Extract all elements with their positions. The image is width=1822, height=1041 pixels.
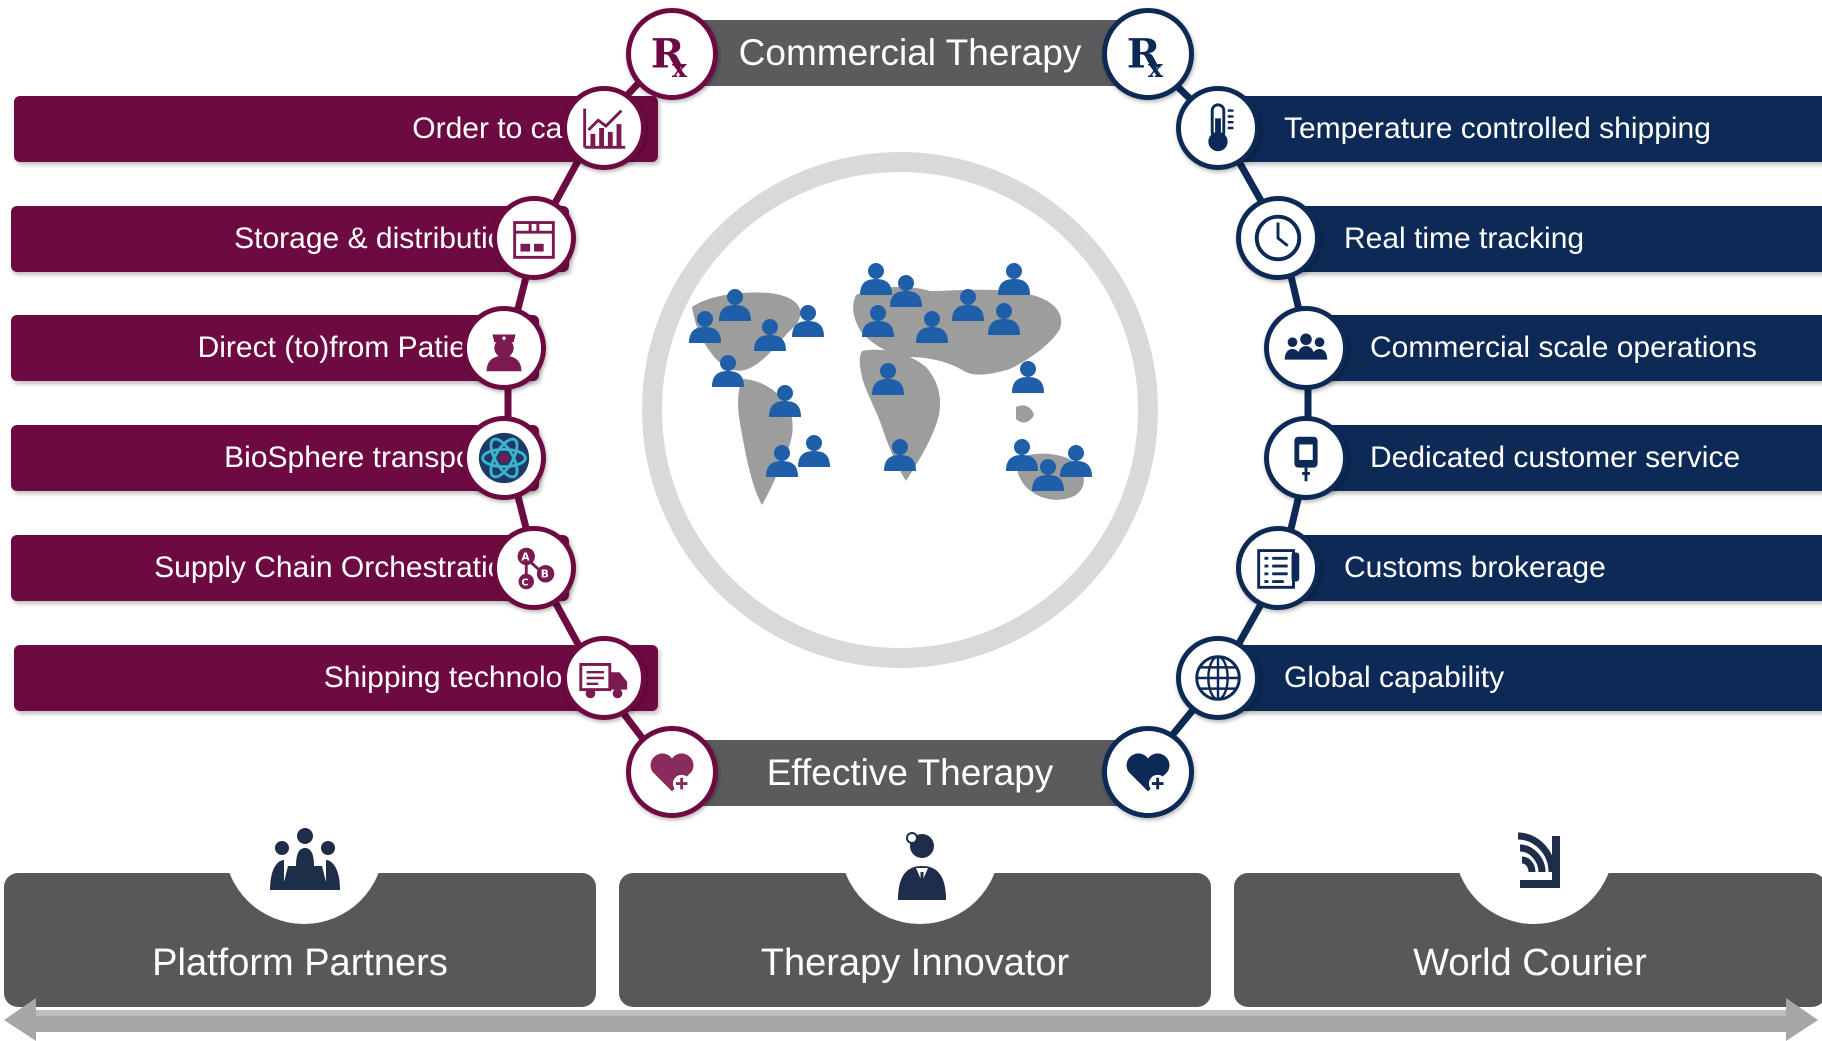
service-label: Commercial scale operations (1370, 331, 1757, 364)
service-bar-biosphere: BioSphere transport (11, 425, 539, 491)
double-arrow (4, 998, 1818, 1041)
commercial-therapy-banner: Commercial Therapy (700, 20, 1120, 86)
service-bar-supply-chain: Supply Chain Orchestration (11, 535, 569, 601)
panel-label: Therapy Innovator (760, 942, 1070, 984)
service-label: Direct (to)from Patient (197, 331, 491, 364)
service-bar-global: Global capability (1220, 645, 1822, 711)
service-label: Customs brokerage (1344, 551, 1606, 584)
service-bar-customs: Customs brokerage (1296, 535, 1822, 601)
service-bar-storage: Storage & distribution (11, 206, 569, 272)
team-icon (1264, 306, 1348, 390)
heart-plus-icon (1102, 726, 1194, 818)
effective-therapy-banner: Effective Therapy (700, 740, 1120, 806)
service-label: Shipping technology (323, 661, 594, 694)
service-bar-customer-service: Dedicated customer service (1322, 425, 1822, 491)
chart-icon (562, 86, 646, 170)
panel-label: World Courier (1413, 942, 1647, 984)
box-icon (492, 196, 576, 280)
service-label: Dedicated customer service (1370, 441, 1741, 474)
service-bar-shipping-tech: Shipping technology (14, 645, 658, 711)
checklist-icon (1236, 526, 1320, 610)
panel-label: Platform Partners (152, 942, 448, 984)
service-bar-order-to-cash: Order to cash (14, 96, 658, 162)
meeting-icon (270, 828, 340, 890)
people-icons (689, 263, 1092, 491)
service-label: Temperature controlled shipping (1284, 112, 1711, 145)
service-bar-direct-patient: Direct (to)from Patient (11, 315, 539, 381)
service-label: Storage & distribution (234, 222, 521, 255)
iv-bag-icon (1264, 416, 1348, 500)
service-label: BioSphere transport (224, 441, 491, 474)
svg-text:R: R (651, 30, 685, 78)
service-bar-temperature: Temperature controlled shipping (1220, 96, 1822, 162)
clock-icon (1236, 196, 1320, 280)
service-label: Supply Chain Orchestration (154, 551, 521, 584)
svg-text:x: x (1148, 53, 1164, 83)
nurse-icon (462, 306, 546, 390)
globe-icon (1176, 636, 1260, 720)
service-label: Global capability (1284, 661, 1505, 694)
svg-text:B: B (541, 568, 549, 581)
svg-text:A: A (521, 550, 530, 563)
truck-icon (562, 636, 646, 720)
svg-text:x: x (672, 53, 688, 83)
world-map-graphic (642, 152, 1158, 668)
commercial-therapy-label: Commercial Therapy (738, 32, 1082, 73)
world-courier-logo-icon (1517, 832, 1560, 888)
service-bar-commercial-scale: Commercial scale operations (1322, 315, 1822, 381)
effective-therapy-label: Effective Therapy (766, 752, 1054, 793)
svg-text:R: R (1127, 30, 1161, 78)
thermometer-icon (1176, 86, 1260, 170)
service-bar-tracking: Real time tracking (1296, 206, 1822, 272)
svg-text:C: C (521, 577, 528, 588)
service-label: Real time tracking (1344, 222, 1585, 255)
biosphere-icon (462, 416, 546, 500)
doctor-icon (898, 832, 946, 900)
heart-plus-icon (626, 726, 718, 818)
